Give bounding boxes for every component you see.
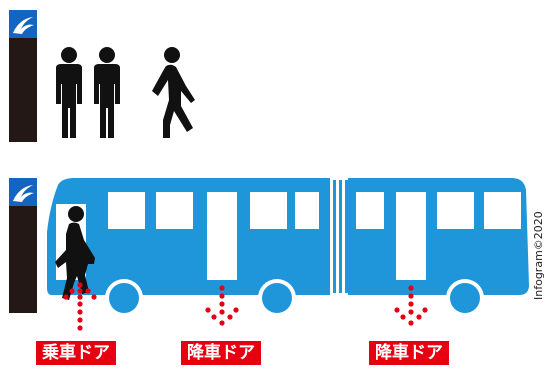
bus-stop-sign-icon [9,10,37,38]
exit-flow-dots-front [205,285,239,326]
bus-stop-sign-icon [9,178,37,206]
exit-door-front [207,192,237,280]
bus-windows [108,192,521,229]
person-standing-icon [56,47,82,138]
exit-door-rear [396,192,426,280]
bus-stop-pole-top [9,10,37,142]
bus-articulation-joint [333,180,348,293]
person-standing-icon [94,47,120,138]
exit-door-rear-label: 降車ドア [369,341,449,365]
boarding-flow-dots [63,282,97,331]
bus-wheels [105,279,484,317]
bus-rear-car [348,178,529,295]
exit-door-front-label: 降車ドア [181,341,261,365]
person-walking-icon [152,47,195,138]
bus-stop-pole-bottom [9,178,37,313]
credit-text: Infogram©2020 [532,211,545,300]
exit-flow-dots-rear [394,285,428,326]
person-boarding-icon [55,206,95,300]
boarding-door-label: 乗車ドア [36,341,116,365]
articulated-bus [47,178,529,317]
